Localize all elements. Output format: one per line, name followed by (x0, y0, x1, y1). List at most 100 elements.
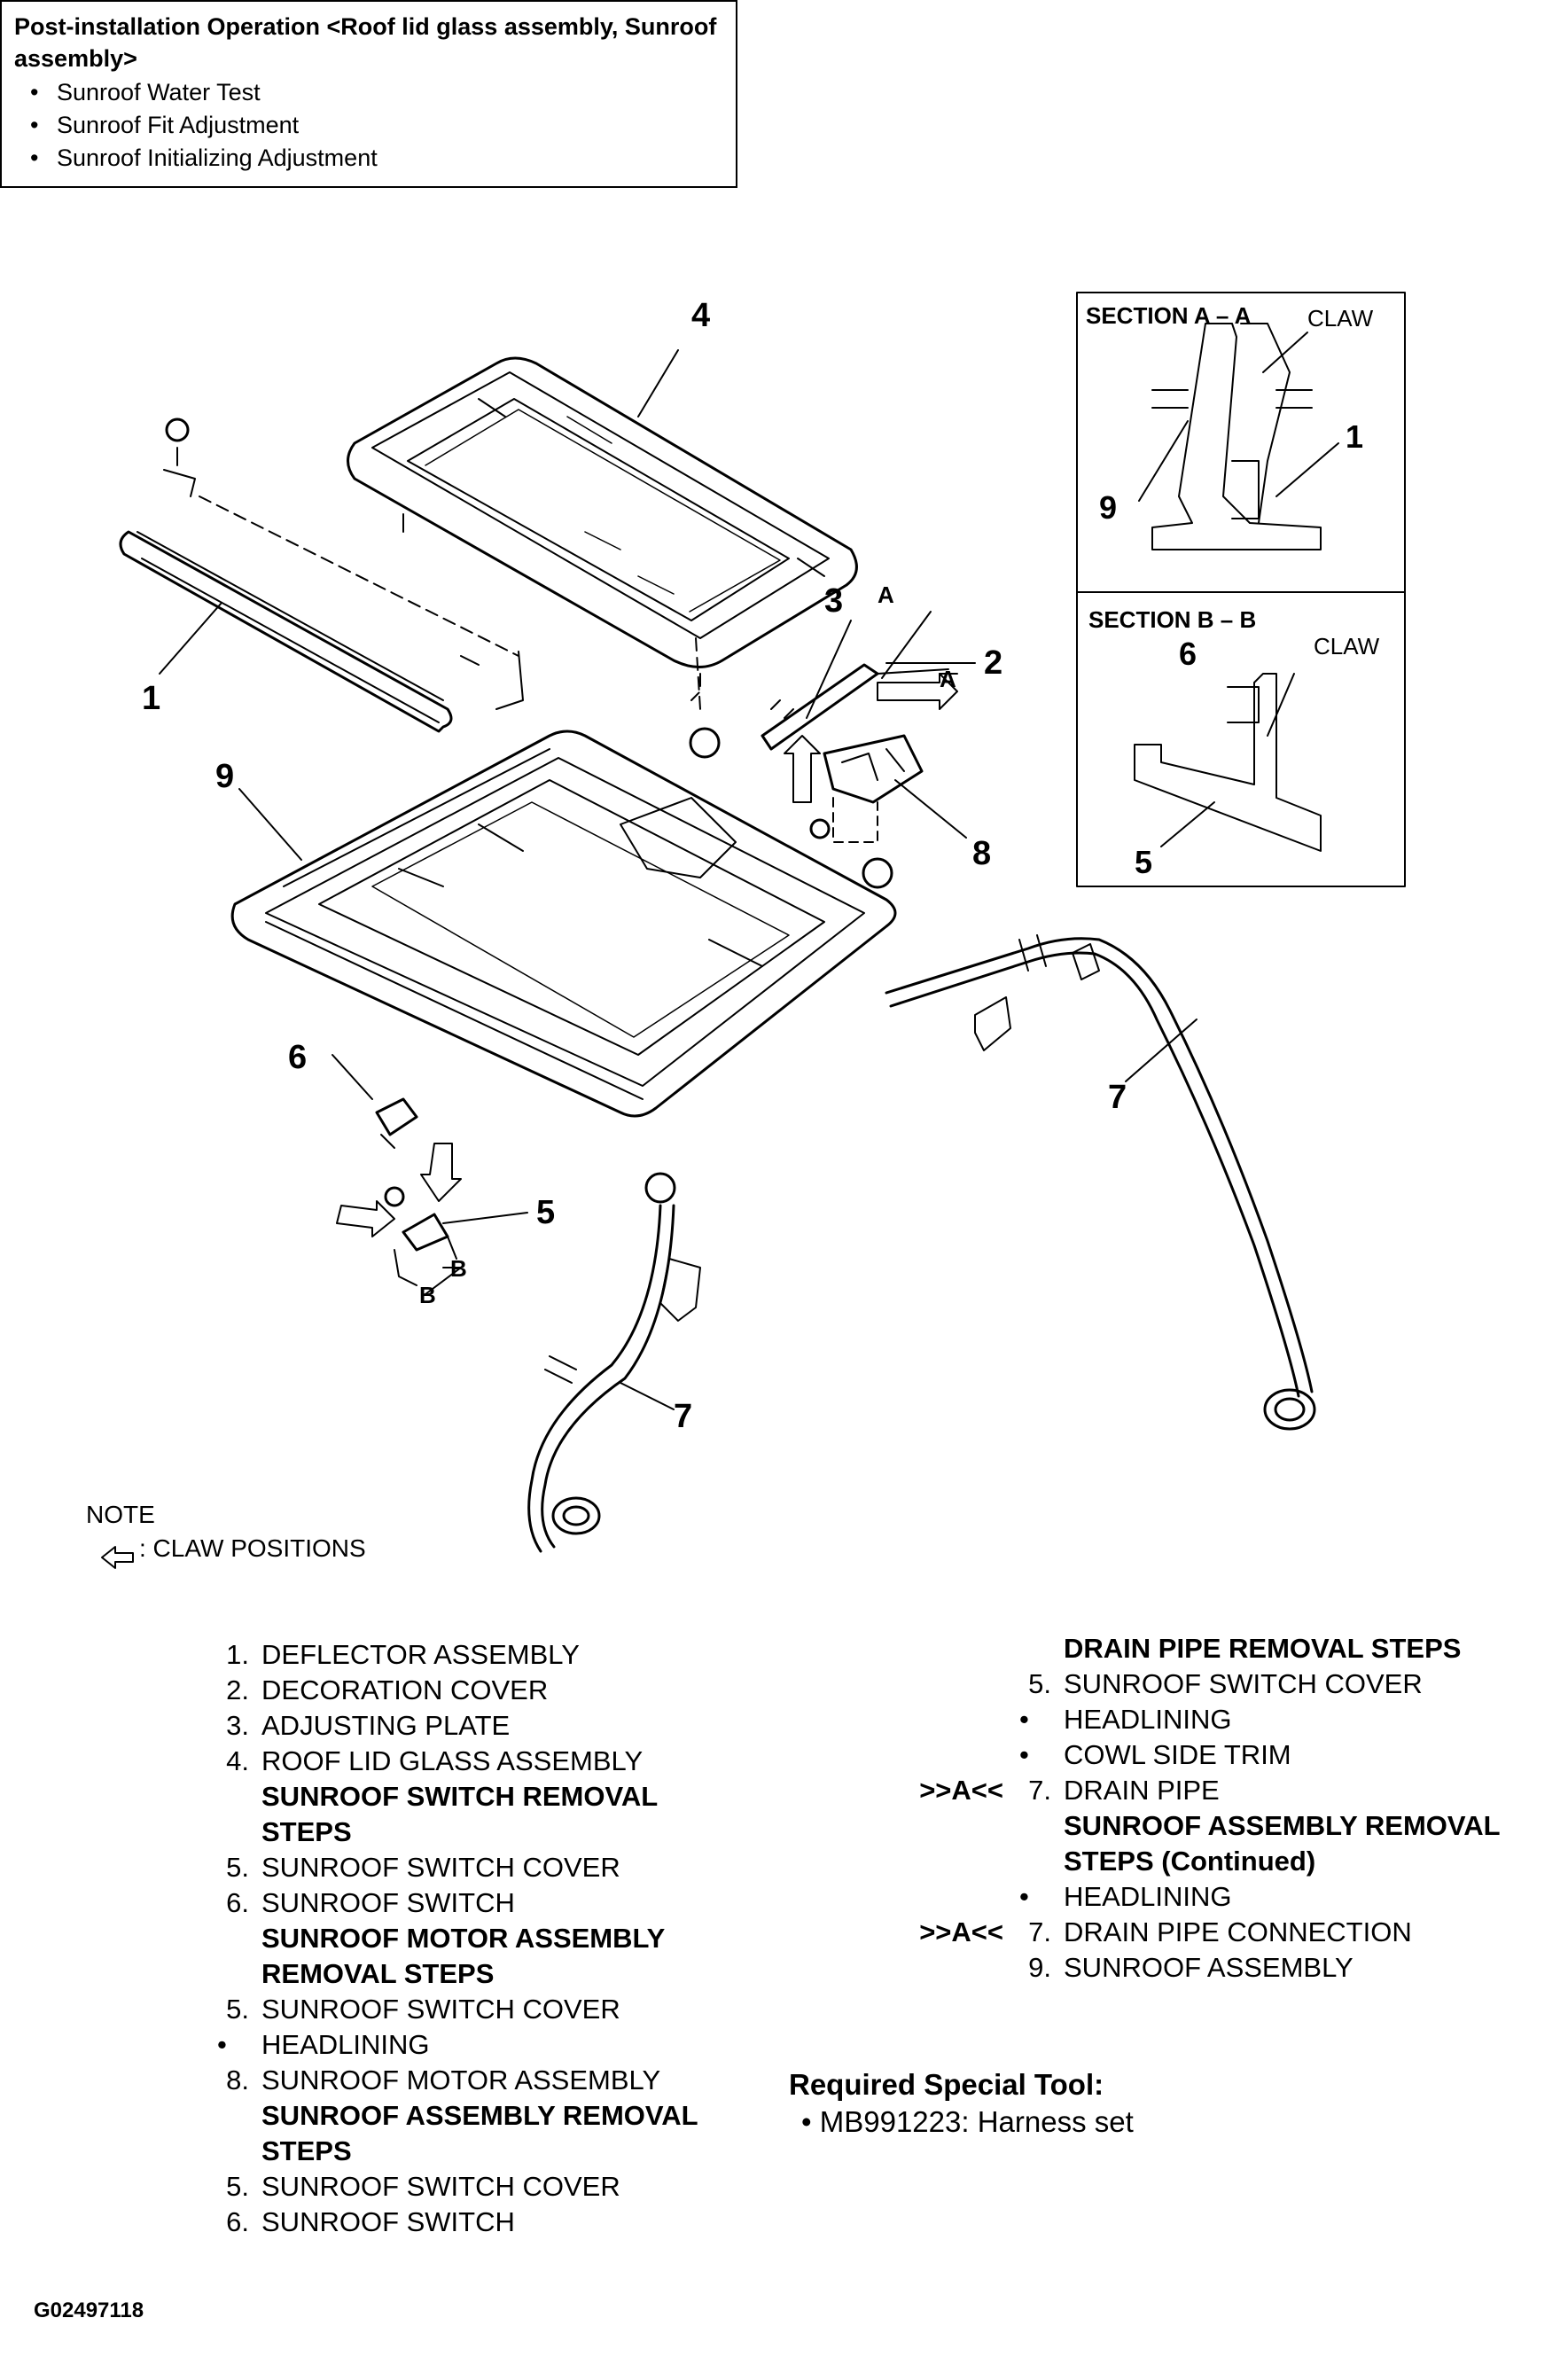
list-item: 5. SUNROOF SWITCH COVER (226, 1850, 698, 1885)
step-number: 5. (226, 1994, 249, 2025)
deflector-guide-line (199, 496, 519, 657)
note: NOTE : CLAW POSITIONS (86, 1498, 366, 1565)
arrow-label-a1: A (878, 581, 894, 608)
right-steps-list: DRAIN PIPE REMOVAL STEPS 5. SUNROOF SWITCH… (919, 1631, 1501, 1986)
list-item: 6. SUNROOF SWITCH (226, 2205, 698, 2240)
callout-6: 6 (288, 1039, 307, 1076)
step-number: 5. (226, 1852, 249, 1883)
step-text: SUNROOF SWITCH COVER (261, 2171, 620, 2202)
note-text: : CLAW POSITIONS (139, 1534, 366, 1562)
step-text: SUNROOF ASSEMBLY (1064, 1952, 1353, 1983)
list-item: 9. SUNROOF ASSEMBLY (1028, 1950, 1501, 1986)
list-item: 5. SUNROOF SWITCH COVER (226, 1992, 698, 2027)
callout-5: 5 (536, 1194, 555, 1231)
step-text: SUNROOF SWITCH (261, 1887, 515, 1918)
step-text: SUNROOF SWITCH COVER (1064, 1668, 1423, 1699)
sunroof-assembly-frame (230, 730, 897, 1118)
step-number: 5. (226, 2171, 249, 2202)
step-text: DEFLECTOR ASSEMBLY (261, 1639, 580, 1670)
step-group-header: REMOVAL STEPS (261, 1958, 495, 1989)
step-text: HEADLINING (261, 2029, 430, 2060)
step-text: DECORATION COVER (261, 1674, 549, 1705)
step-number: 5. (1028, 1668, 1051, 1699)
step-number: 3. (226, 1710, 249, 1741)
list-item: STEPS (261, 2134, 698, 2169)
deflector-assembly (119, 418, 524, 733)
exploded-diagram: 4 1 9 3 2 8 6 5 7 7 A A B B SECTION A – … (101, 292, 1406, 1569)
step-number: 7. (1028, 1775, 1051, 1806)
post-item-initializing: Sunroof Initializing Adjustment (30, 142, 723, 175)
step-group-header: SUNROOF ASSEMBLY REMOVAL (1064, 1810, 1501, 1841)
step-reference-mark: >>A<< (919, 1775, 1003, 1806)
list-item: SUNROOF SWITCH REMOVAL (261, 1779, 698, 1815)
step-text: DRAIN PIPE (1064, 1775, 1220, 1806)
list-item: DRAIN PIPE REMOVAL STEPS (1064, 1631, 1501, 1666)
sunroof-switch (375, 1097, 418, 1207)
list-item: SUNROOF MOTOR ASSEMBLY (261, 1921, 698, 1956)
claw-symbol-icon (101, 1546, 134, 1569)
step-number: 1. (226, 1639, 249, 1670)
callout-1: 1 (142, 680, 160, 717)
list-item: 5. SUNROOF SWITCH COVER (1028, 1666, 1501, 1702)
list-item: SUNROOF ASSEMBLY REMOVAL (1064, 1808, 1501, 1844)
roof-lid-glass-assembly (347, 356, 858, 668)
list-item: •HEADLINING (1019, 1702, 1501, 1737)
callout-2: 2 (984, 644, 1002, 682)
callout-8: 8 (972, 835, 991, 872)
figure-code: G02497118 (34, 2298, 144, 2322)
list-item: 4.ROOF LID GLASS ASSEMBLY (226, 1744, 698, 1779)
step-text: SUNROOF SWITCH (261, 2206, 515, 2237)
sunroof-switch-cover (402, 1213, 449, 1252)
fastener-plug-1 (689, 727, 721, 759)
leader-lines (159, 349, 1197, 1410)
step-number: 7. (1028, 1916, 1051, 1947)
post-item-water-test: Sunroof Water Test (30, 76, 723, 109)
tool-item: • MB991223: Harness set (801, 2105, 1134, 2138)
sunroof-motor-assembly (809, 734, 924, 843)
step-group-header: STEPS (Continued) (1064, 1846, 1316, 1877)
drain-pipe-rear (885, 934, 1316, 1431)
list-item: REMOVAL STEPS (261, 1956, 698, 1992)
list-item: SUNROOF ASSEMBLY REMOVAL (261, 2098, 698, 2134)
left-steps-list: 1. DEFLECTOR ASSEMBLY 2. DECORATION COVER 3.… (217, 1637, 698, 2240)
list-item: STEPS (261, 1815, 698, 1850)
claw-arrow-2 (784, 735, 821, 803)
list-item: •HEADLINING (1019, 1879, 1501, 1915)
callout-9-section: 9 (1099, 489, 1117, 526)
post-item-fit-adjustment: Sunroof Fit Adjustment (30, 109, 723, 142)
drain-pipe-front (527, 1204, 701, 1553)
list-item: 5. SUNROOF SWITCH COVER (226, 2169, 698, 2205)
step-text: ADJUSTING PLATE (261, 1710, 511, 1741)
list-item: >>A<< 7. DRAIN PIPE (919, 1773, 1501, 1808)
arrow-label-a2: A (940, 666, 956, 692)
callout-5-section: 5 (1135, 844, 1152, 880)
step-group-header: STEPS (261, 1816, 352, 1847)
step-number: 6. (226, 2206, 249, 2237)
step-number: 8. (226, 2064, 249, 2096)
list-item: >>A<<7.DRAIN PIPE CONNECTION (919, 1915, 1501, 1950)
callout-3: 3 (824, 582, 843, 620)
callout-7-rear: 7 (1108, 1079, 1127, 1116)
step-bullet: • (1019, 1739, 1029, 1770)
section-bb-title: SECTION B – B (1088, 606, 1256, 633)
section-aa-claw: CLAW (1307, 305, 1374, 332)
claw-arrow-3 (336, 1200, 395, 1237)
step-text: SUNROOF SWITCH COVER (261, 1994, 620, 2025)
step-number: 2. (226, 1674, 249, 1705)
tool-item-text: MB991223: Harness set (819, 2105, 1134, 2138)
post-installation-list: Sunroof Water Test Sunroof Fit Adjustmen… (14, 76, 723, 175)
step-text: HEADLINING (1064, 1704, 1232, 1735)
step-bullet: • (217, 2029, 227, 2060)
step-number: 9. (1028, 1952, 1051, 1983)
step-text: SUNROOF MOTOR ASSEMBLY (261, 2064, 661, 2096)
list-item: 1. DEFLECTOR ASSEMBLY (226, 1637, 698, 1673)
list-item: STEPS (Continued) (1064, 1844, 1501, 1879)
callout-9: 9 (215, 758, 234, 795)
step-group-header: SUNROOF MOTOR ASSEMBLY (261, 1923, 666, 1954)
step-bullet: • (1019, 1881, 1029, 1912)
list-item: •COWL SIDE TRIM (1019, 1737, 1501, 1773)
arrow-label-b2: B (419, 1282, 436, 1308)
step-text: SUNROOF SWITCH COVER (261, 1852, 620, 1883)
required-special-tool: Required Special Tool: • MB991223: Harne… (789, 2065, 1134, 2140)
step-group-header: SUNROOF SWITCH REMOVAL (261, 1781, 659, 1812)
